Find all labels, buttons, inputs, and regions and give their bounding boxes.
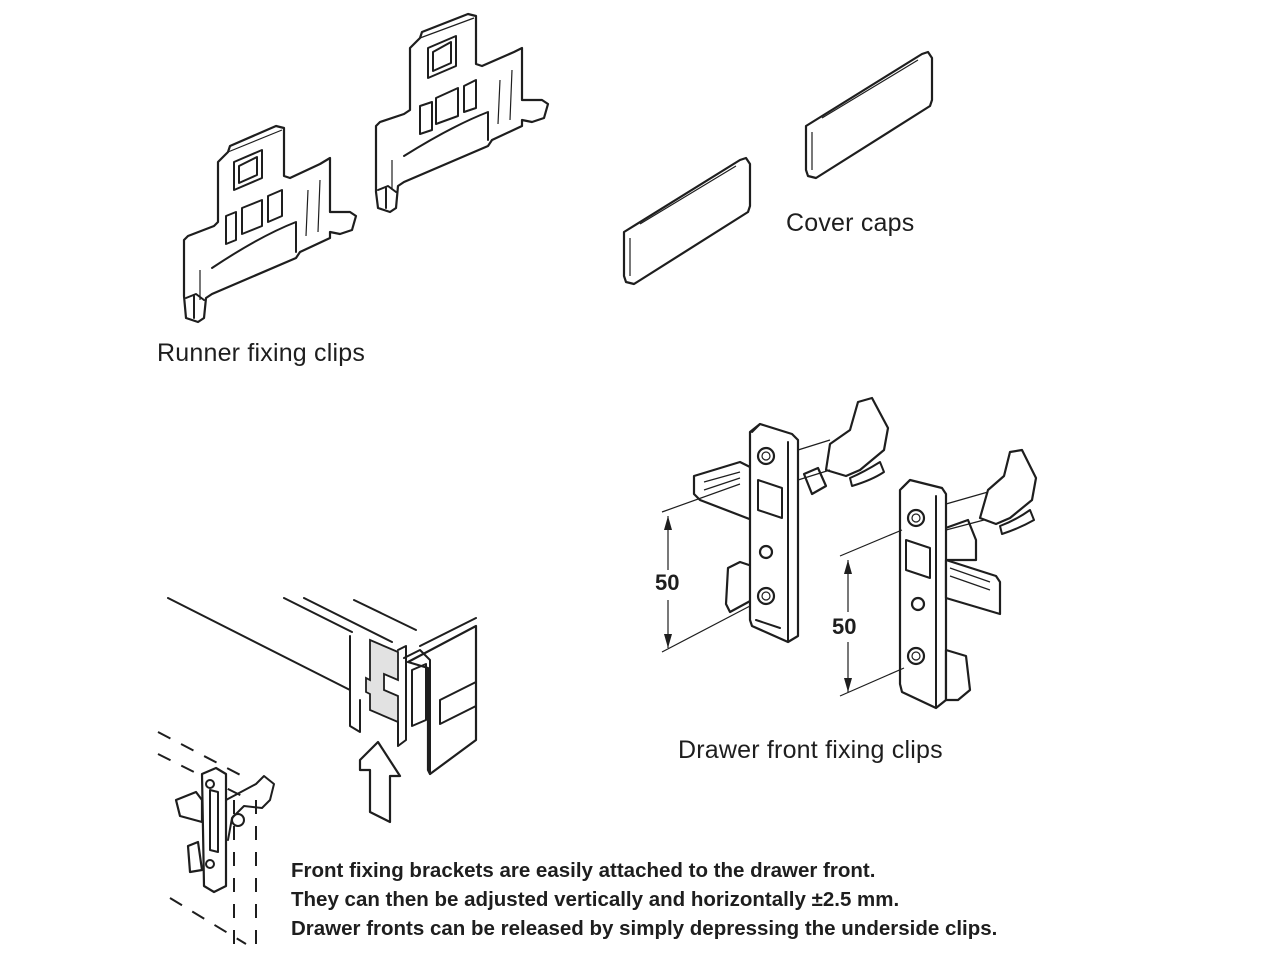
drawer-front-fixing-clips-label: Drawer front fixing clips (678, 736, 943, 764)
dimension-line-right (839, 529, 905, 697)
cover-cap-right (804, 50, 934, 180)
upward-arrow-icon (358, 740, 402, 824)
dimension-label-left: 50 (655, 570, 680, 595)
runner-fixing-clip-right (374, 12, 550, 214)
note-line: Drawer fronts can be released by simply … (291, 917, 998, 940)
cover-caps-label: Cover caps (786, 209, 915, 237)
front-fixing-bracket-small (157, 731, 275, 945)
cover-cap-left (622, 156, 752, 286)
instruction-notes: Front fixing brackets are easily attache… (291, 856, 997, 943)
runner-fixing-clip-left (182, 124, 358, 324)
drawer-front-clip-right (898, 448, 1038, 710)
note-line: They can then be adjusted vertically and… (291, 888, 900, 911)
drawer-assembly (167, 597, 478, 776)
dimension-label-right: 50 (832, 614, 857, 639)
dimension-line-left (661, 483, 751, 653)
runner-fixing-clips-label: Runner fixing clips (157, 339, 366, 367)
drawer-front-clip-left (692, 396, 890, 644)
note-line: Front fixing brackets are easily attache… (291, 859, 876, 882)
